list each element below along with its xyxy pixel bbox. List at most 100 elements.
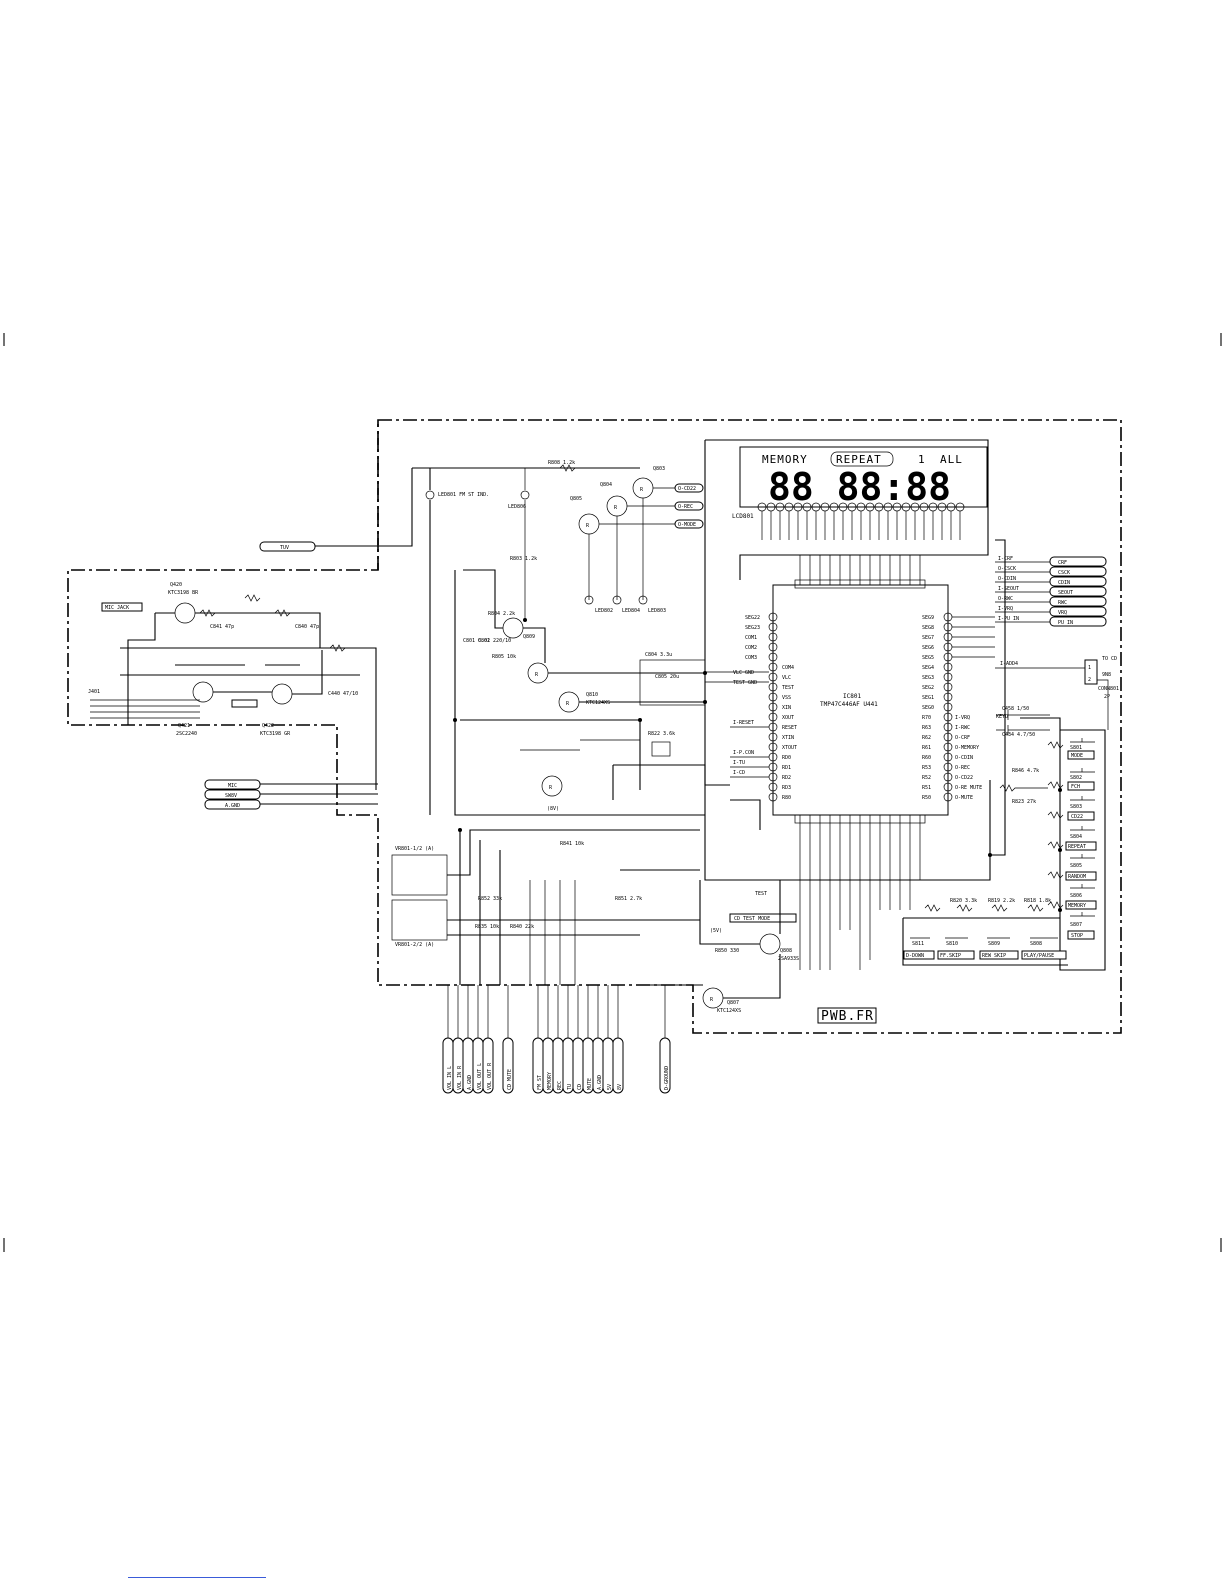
cd-bus-in: I-SEOUT [998,586,1019,592]
transistor-ref: Q804 [600,482,612,488]
resistor-label: R822 3.6k [648,731,675,737]
ic-right-net: I-VRQ [955,715,970,721]
transistor-ref: Q803 [653,466,665,472]
i-add-label: I-ADD4 [1000,661,1018,667]
ic801-top-pins [794,555,926,589]
transistor-part: KTC124XS [717,1008,741,1014]
ic-left-pin: VSS [782,695,791,701]
board-label: PWB.FR [817,1007,877,1024]
conn-note: 9N8 [1102,672,1111,678]
terminal-label: VOL OUT R [487,1062,493,1090]
terminal-label: MEMORY [547,1072,553,1090]
terminal-label: 8V [617,1084,623,1090]
resistor-label: R852 33k [478,896,502,902]
ic-right-pin: SEG5 [922,655,934,661]
bottom-switch-label: FF.SKIP [940,953,961,959]
svg-text:R: R [566,701,570,707]
transistor-ref: Q809 [523,634,535,640]
cap-label: C440 47/10 [328,691,358,697]
ic-right-net: O-RE MUTE [955,785,982,791]
lcd-all-label: ALL [940,453,963,466]
cd-bus-terminal: VRQ [1058,610,1067,616]
bottom-terminal-pills [442,1037,671,1094]
ic-right-pin: SEG6 [922,645,934,651]
io-label: TUV [280,545,289,551]
terminal-label: VOL IN L [447,1066,453,1090]
ic-right-pin: R70 [922,715,931,721]
ic-right-pin: R62 [922,735,931,741]
terminal-label: 5V [607,1084,613,1090]
led-drive-net: O-REC [678,504,693,510]
cd-bus-terminal: PU IN [1058,620,1073,626]
resistor-label: R835 10k [475,924,499,930]
resistor-label: R819 2.2k [988,898,1015,904]
ic-right-pin: SEG9 [922,615,934,621]
terminal-label: VOL IN R [457,1065,463,1090]
vr-label: VR801-2/2 (A) [395,942,434,948]
conn801: 1 2 TO CD 9N8 CONN801 2P I-ADD4 KEYO [995,656,1119,730]
bottom-switch-ref: S809 [988,941,1000,947]
io-label: MIC [228,783,237,789]
board-name: PWB.FR [821,1009,874,1024]
svg-text:R: R [535,672,539,678]
lcd-display: MEMORY REPEAT 1 ALL 88 88:88 LCD801 [704,439,989,700]
cd-bus-in: I-PU IN [998,616,1019,622]
ic-left-pin: COM4 [782,665,794,671]
ic-left-net: VLC GND [733,670,754,676]
ic-right-net: O-MEMORY [955,745,979,751]
led-label: LED801 FM ST IND. [438,492,489,498]
ic-right-pin: R60 [922,755,931,761]
bottom-switch-label: PLAY/PAUSE [1024,953,1054,959]
ic-right-pin: SEG0 [922,705,934,711]
power-section: R804 2.2k Q809 R R Q810 KTC124XS R C804 … [454,569,730,816]
led-label: LED804 [622,608,640,614]
terminal-label: CD MUTE [507,1069,513,1090]
cap-label: C434 4.7/50 [1002,732,1035,738]
cd-bus: I-CRF O-CSCK O-CDIN I-SEOUT O-RWC I-VRQ … [995,556,1107,627]
ic801-left-pins: SEG22 SEG23 COM1 COM2 COM3 COM4 VLC TEST… [745,612,797,802]
bottom-switch-ref: S808 [1030,941,1042,947]
transistor-part: KTC3198 GR [260,731,291,737]
page-footer-link-underline [128,1577,266,1578]
bottom-switch-ref: S811 [912,941,924,947]
ic-left-pin: XOUT [782,715,794,721]
cd-bus-terminal: CDIN [1058,580,1070,586]
ic-right-pin: R50 [922,795,931,801]
ic-left-pin: SEG23 [745,625,760,631]
resistor-label: R850 330 [715,948,739,954]
conn-pin: 1 [1088,665,1091,671]
resistor-label: R804 2.2k [488,611,515,617]
switch-ref: S802 [1070,775,1082,781]
ic-left-pin: COM1 [745,635,757,641]
terminal-label: CD [577,1084,583,1090]
io-label: SW8V [225,793,237,799]
ic-right-pin: SEG7 [922,635,934,641]
lcd-frame [739,446,988,508]
lcd-memory-label: MEMORY [762,453,808,466]
svg-text:R: R [710,997,714,1003]
ic-right-net: O-REC [955,765,970,771]
gnd-label: (8V) [547,806,559,812]
transistor-ref: Q422 [262,723,274,729]
bottom-switch-label: D-DOWN [906,953,924,959]
resistor-label: R851 2.7k [615,896,642,902]
ic-right-net: O-CDIN [955,755,973,761]
ic-right-pin: R63 [922,725,931,731]
ic-left-pin: RD1 [782,765,791,771]
ic-right-pin: SEG8 [922,625,934,631]
cd-bus-in: O-CSCK [998,566,1016,572]
test-label: TEST [755,891,767,897]
ic801-left-nets: VLC GND TEST GND I-RESET I-P.CON I-TU I-… [705,670,769,778]
transistor-part: KTC124XS [586,700,610,706]
switch-label: REPEAT [1068,844,1086,850]
ic-left-net: I-P.CON [733,750,754,756]
switch-ref: S801 [1070,745,1082,751]
ic-left-pin: RD2 [782,775,791,781]
mic-amplifier: MIC JACK Q420 KTC3198 BR Q421 2SC2240 Q4… [88,582,377,790]
